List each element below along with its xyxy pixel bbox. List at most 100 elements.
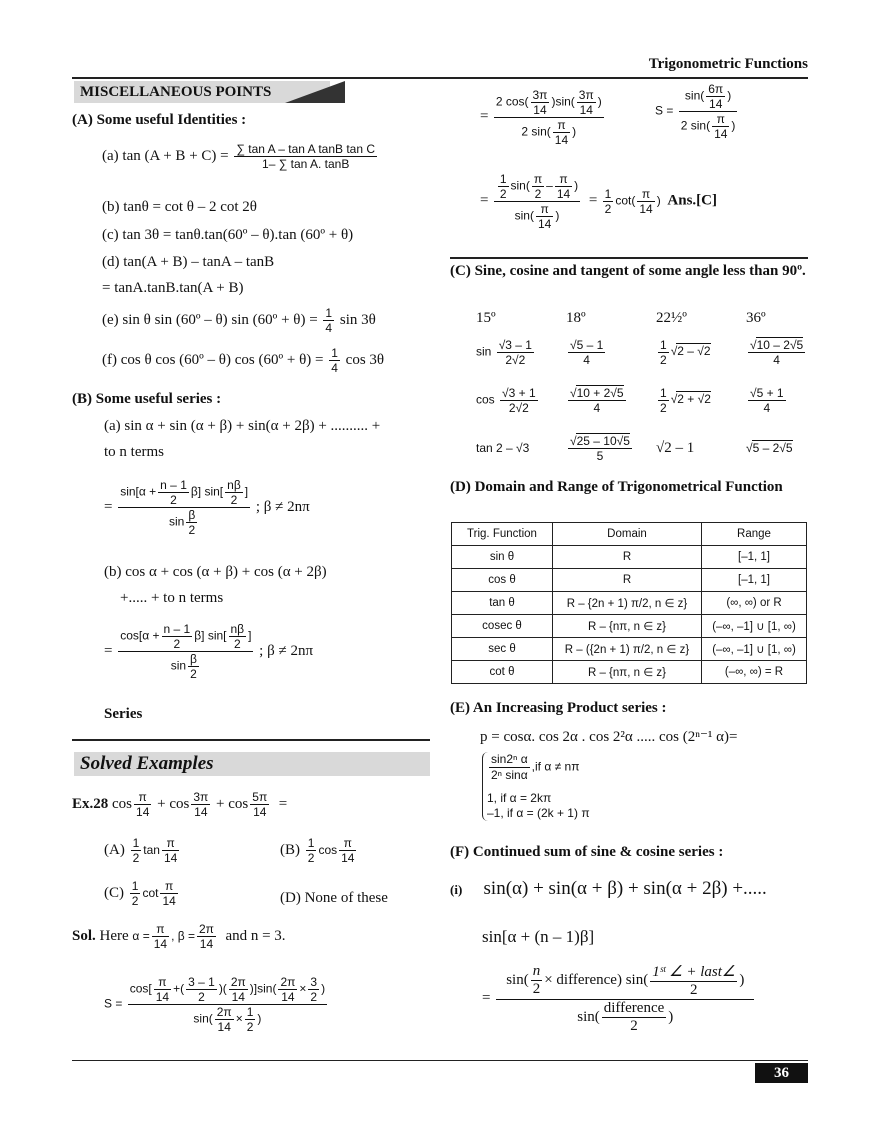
term: cot xyxy=(615,193,632,208)
denominator: 2 xyxy=(534,187,542,201)
numerator: ∑ tan A – tan A tanB tan C xyxy=(234,142,378,157)
numerator: 2π xyxy=(278,975,298,990)
term: cos xyxy=(112,795,133,812)
term: ] xyxy=(248,628,252,643)
value: 2 – √3 xyxy=(496,441,530,455)
column-header: Range xyxy=(701,522,807,546)
numerator: 6π xyxy=(706,82,726,97)
term: α = xyxy=(132,928,150,943)
numerator: 1 xyxy=(323,306,335,321)
numerator: n – 1 xyxy=(158,478,189,493)
denominator: 2√2 xyxy=(508,400,529,415)
continued-sum: (i) sin(α) + sin(α + β) + sin(α + 2β) +.… xyxy=(450,878,767,900)
section-e-heading: (E) An Increasing Product series : xyxy=(450,700,667,716)
equals: = xyxy=(480,108,489,125)
series-label: Series xyxy=(104,706,143,722)
condition: ; β ≠ 2nπ xyxy=(259,642,314,659)
option-label: (B) xyxy=(280,841,300,858)
term: + xyxy=(173,981,181,996)
numerator: √3 – 1 xyxy=(496,337,534,353)
denominator: 14 xyxy=(231,990,245,1004)
identity-f-rhs: cos 3θ xyxy=(345,351,385,368)
denominator: 14 xyxy=(199,937,214,951)
value: 5 – 2√5 xyxy=(751,440,793,455)
denominator: 2 xyxy=(499,187,507,201)
denominator: 2 xyxy=(630,1018,638,1034)
cell: cos θ xyxy=(451,568,553,592)
term: sin[α + xyxy=(120,484,157,499)
term: cos[α + xyxy=(120,628,160,643)
denominator: 14 xyxy=(136,805,150,819)
series-b-line2: +..... + to n terms xyxy=(120,590,224,606)
option-d: (D) None of these xyxy=(280,890,388,907)
denominator: 2 xyxy=(604,202,612,216)
equals: = xyxy=(588,192,598,209)
numerator: 3 – 1 xyxy=(186,975,217,990)
denominator: 4 xyxy=(583,352,590,367)
numerator: √10 – 2√5 xyxy=(748,336,806,353)
term: + cos xyxy=(157,795,190,812)
term: = xyxy=(278,795,288,812)
func: tan xyxy=(143,842,160,857)
column-header: Domain xyxy=(552,522,702,546)
last-term: sin[α + (n – 1)β] xyxy=(482,927,595,946)
denominator: 14 xyxy=(163,851,178,865)
denominator: 2 xyxy=(660,352,667,367)
value: 2 + √2 xyxy=(676,391,711,407)
numerator: sin2ⁿ α xyxy=(489,752,530,768)
cell: R – ({2n + 1) π/2, n ∈ z} xyxy=(552,637,702,661)
header-rule xyxy=(72,77,808,79)
numerator: 3π xyxy=(191,790,211,805)
numerator: π xyxy=(637,187,655,202)
solved-examples-title: Solved Examples xyxy=(80,753,214,774)
numerator: π xyxy=(134,790,152,805)
cell: cot θ xyxy=(451,660,553,684)
term: – xyxy=(546,178,553,193)
numerator: 1 xyxy=(129,879,141,894)
numerator: √10 + 2√5 xyxy=(568,384,626,401)
term: 2 cos xyxy=(495,94,525,109)
banner-triangle xyxy=(285,81,345,103)
denominator: 2 xyxy=(532,981,541,997)
equals: = xyxy=(104,642,113,659)
angle-header: 18º xyxy=(566,309,586,326)
value: 2 – √2 xyxy=(676,343,711,359)
footer-rule xyxy=(72,1060,808,1061)
numerator: π xyxy=(339,836,357,851)
numerator: 1 xyxy=(602,187,614,202)
angle-header: 22½º xyxy=(656,309,687,326)
numerator: √3 + 1 xyxy=(500,385,538,401)
tan-22-5: √2 – 1 xyxy=(656,424,746,472)
numerator: difference xyxy=(601,1000,667,1018)
numerator: 1 xyxy=(658,337,669,353)
denominator: 14 xyxy=(714,127,728,141)
